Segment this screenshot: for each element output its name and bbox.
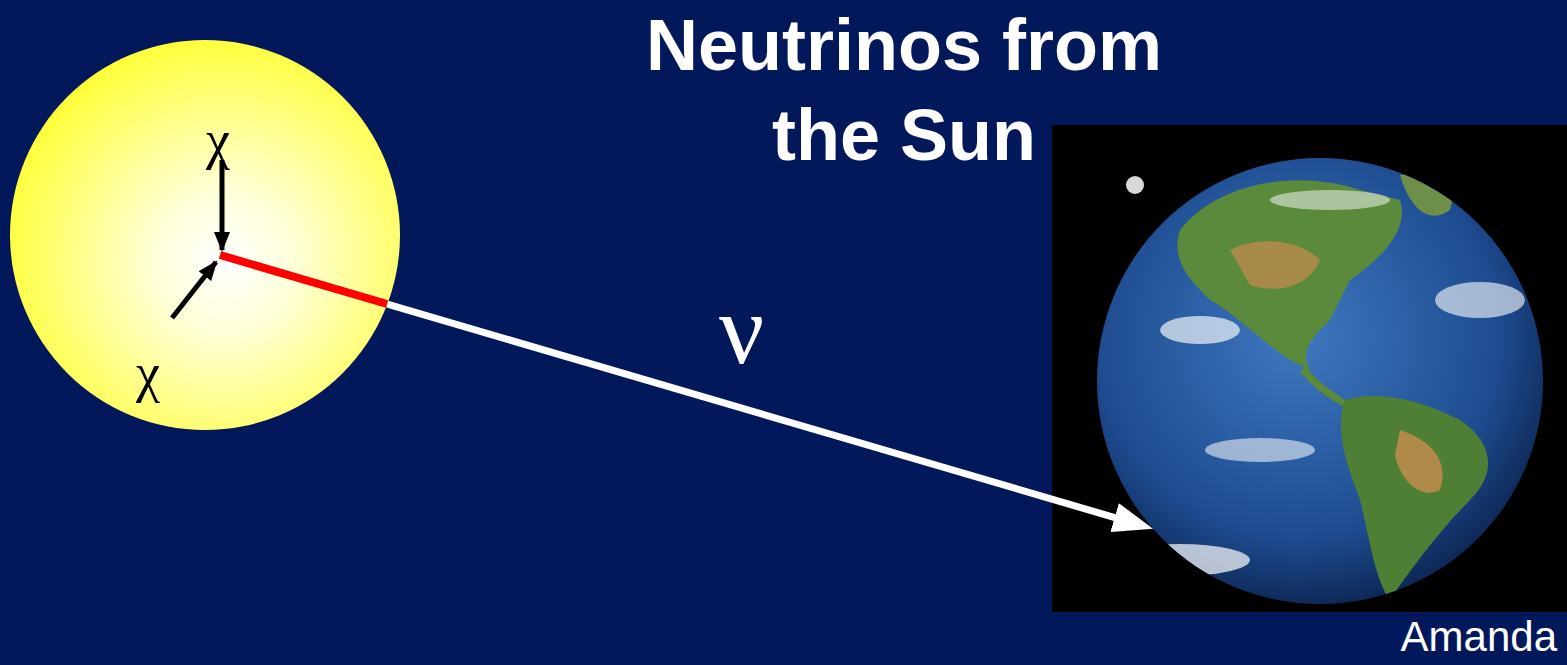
photo-background [1052, 125, 1567, 612]
wimp-arrow [220, 160, 225, 250]
cloud [1270, 190, 1390, 210]
sun-outline [10, 40, 400, 430]
sun-circle: χχ [10, 40, 400, 430]
particle-symbol: χ [206, 113, 230, 167]
sun-disc [10, 40, 400, 430]
detector-caption: Amanda [1401, 614, 1557, 660]
cloud [1160, 316, 1240, 344]
desert-patch [1230, 241, 1320, 289]
cloud [1110, 544, 1250, 576]
cloud [1435, 282, 1525, 318]
south-america [1341, 396, 1488, 600]
particle-symbol: χ [136, 346, 160, 400]
greenland [1400, 174, 1452, 216]
moon [1126, 176, 1144, 194]
central-america [1300, 366, 1347, 406]
continents [1110, 174, 1525, 600]
particle-label: ν [719, 280, 764, 380]
highland-patch [1395, 430, 1443, 493]
earth-globe [1097, 158, 1543, 604]
cloud [1205, 438, 1315, 462]
